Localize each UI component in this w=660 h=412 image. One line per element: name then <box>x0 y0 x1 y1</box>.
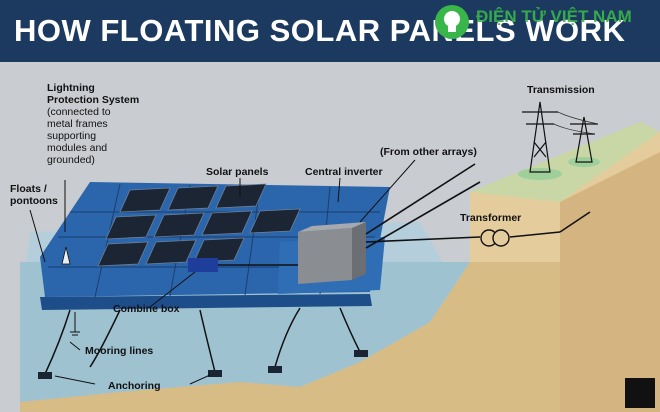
combine-box <box>188 258 218 272</box>
watermark-text: ĐIỆN TỬ VIỆT NAM <box>476 7 632 26</box>
label-mooring-lines: Mooring lines <box>85 345 154 357</box>
header-banner <box>0 0 660 62</box>
label-lightning-desc2: metal frames <box>47 118 108 130</box>
publisher-logo <box>625 378 655 408</box>
transformer-icon <box>480 229 510 247</box>
label-combine-box: Combine box <box>113 303 180 315</box>
cables <box>218 163 591 266</box>
transmission-tower-icon <box>522 101 598 173</box>
label-anchoring: Anchoring <box>108 380 161 392</box>
label-central-inverter: Central inverter <box>305 166 383 178</box>
lake-bed <box>20 262 560 412</box>
label-lightning-desc4: modules and <box>47 142 108 154</box>
label-transformer: Transformer <box>460 212 522 224</box>
label-lightning-desc5: grounded) <box>47 154 95 166</box>
lightning-rod-icon <box>61 246 80 336</box>
label-pontoons: pontoons <box>10 195 58 207</box>
lightbulb-icon <box>435 5 469 39</box>
label-lightning-desc1: (connected to <box>47 106 111 118</box>
label-transmission: Transmission <box>527 84 595 96</box>
label-lightning-title2: Protection System <box>47 94 140 106</box>
label-leaders <box>29 159 416 385</box>
central-inverter-box <box>298 228 352 284</box>
land-surface <box>470 122 660 202</box>
label-lightning-title: Lightning <box>47 82 95 94</box>
anchor-blocks <box>38 350 368 379</box>
label-solar-panels: Solar panels <box>206 166 269 178</box>
label-floats: Floats / <box>10 183 47 195</box>
page-title: HOW FLOATING SOLAR PANELS WORK <box>14 13 626 48</box>
solar-panel-array <box>97 183 301 267</box>
label-other-arrays: (From other arrays) <box>380 146 477 158</box>
label-lightning-desc3: supporting <box>47 130 97 142</box>
mooring-lines <box>44 307 361 375</box>
floating-solar-scene <box>0 62 660 412</box>
